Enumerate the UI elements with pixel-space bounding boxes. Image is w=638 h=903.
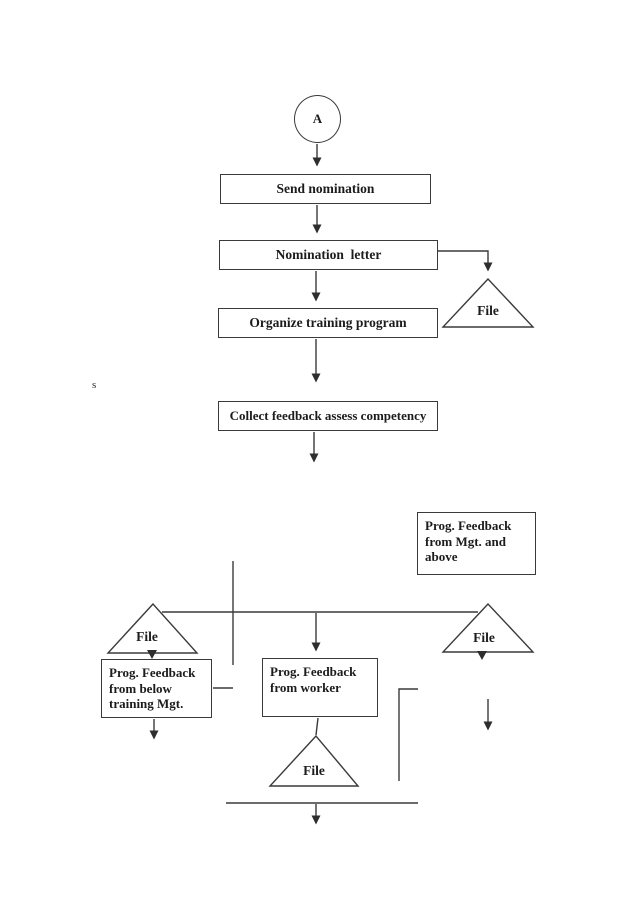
process-box-feedback-worker: Prog. Feedback from worker [262,658,378,717]
file-triangle-right [441,602,535,653]
file-right-label: File [473,630,495,645]
file-top-label: File [477,303,499,318]
arrowhead-right-file-down [477,651,487,660]
arrowhead-left-file-to-box [147,650,157,659]
process-box-organize-training: Organize training program [218,308,438,338]
line-worker-to-file [315,717,319,736]
bracket-right-of-worker [398,688,418,781]
stray-character: s [92,379,97,391]
process-box-collect-feedback: Collect feedback assess competency [218,401,438,431]
file-bottom-label: File [303,763,325,778]
file-triangle-top [441,277,535,328]
process-box-feedback-mgt-above: Prog. Feedback from Mgt. and above [417,512,536,575]
file-left-label: File [136,629,158,644]
process-box-nomination-letter: Nomination letter [219,240,438,270]
file-triangle-bottom [268,734,360,787]
process-box-send-nomination: Send nomination [220,174,431,204]
connector-nomination-to-file [438,250,493,272]
process-box-feedback-below-mgt: Prog. Feedback from below training Mgt. [101,659,212,718]
terminator-a-label: A [312,111,323,126]
terminator-a: A [294,95,341,143]
